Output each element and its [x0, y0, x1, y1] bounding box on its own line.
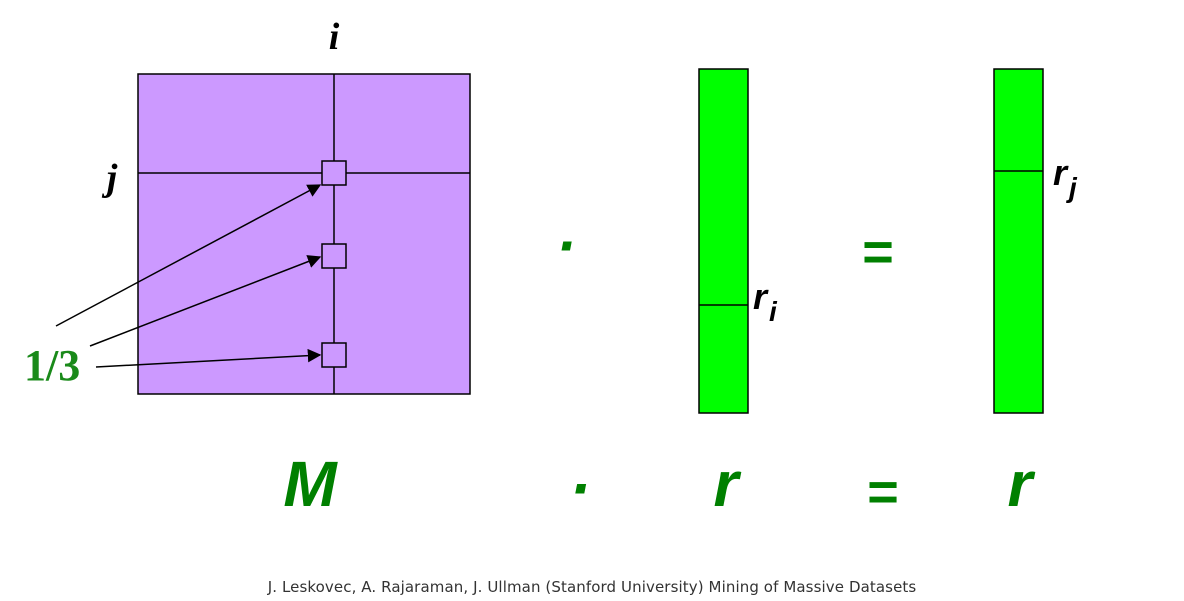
- matrix-entry-cell-2: [321, 243, 347, 269]
- vector-r-i-base: r: [753, 276, 769, 317]
- top-equals-operator: =: [862, 222, 894, 282]
- bottom-result-r-label: r: [1008, 448, 1036, 520]
- arrow-to-cell-2: [89, 255, 322, 347]
- bottom-matrix-label: M: [283, 448, 338, 520]
- vector-r-input: [698, 68, 749, 414]
- vector-r-input-body: [698, 68, 749, 414]
- column-label-i: i: [329, 16, 340, 58]
- bottom-vector-r-label: r: [714, 448, 742, 520]
- vector-r-i-subscript: i: [769, 296, 778, 327]
- vector-r-output-body: [993, 68, 1044, 414]
- vector-r-output: [993, 68, 1044, 414]
- matrix-entry-cell-3: [321, 342, 347, 368]
- matrix-entry-cell-1: [321, 160, 347, 186]
- top-dot-operator: ·: [556, 212, 576, 279]
- arrow-to-cell-1: [55, 184, 322, 327]
- matrix-m: [137, 73, 471, 395]
- vector-r-i-label: ri: [753, 276, 778, 327]
- arrow-to-cell-3: [95, 348, 322, 368]
- bottom-dot-operator: ·: [569, 452, 590, 524]
- entry-value-label: 1/3: [24, 341, 80, 390]
- bottom-equals-operator: =: [867, 462, 899, 522]
- vector-r-j-subscript: j: [1065, 172, 1078, 203]
- matrix-body: [137, 73, 471, 395]
- vector-r-j-label: rj: [1053, 152, 1078, 203]
- footer-citation: J. Leskovec, A. Rajaraman, J. Ullman (St…: [267, 578, 917, 596]
- vector-r-j-base: r: [1053, 152, 1069, 193]
- row-label-j: j: [102, 157, 118, 199]
